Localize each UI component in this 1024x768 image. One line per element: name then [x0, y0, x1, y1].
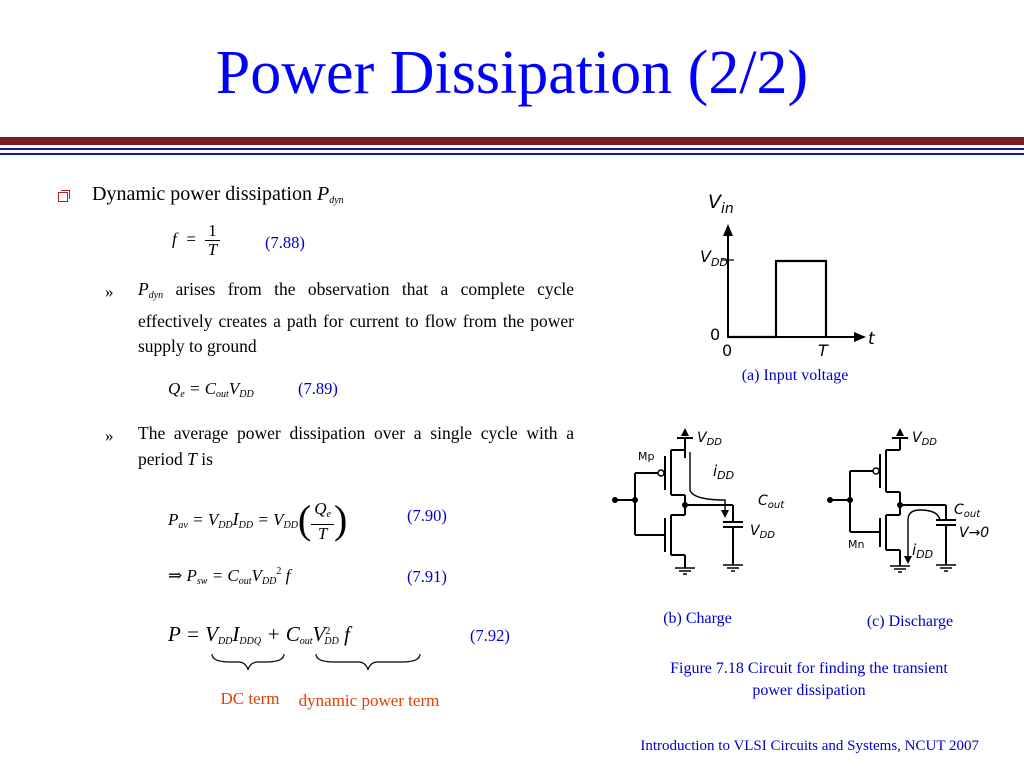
- sub1-symbol: P: [138, 279, 149, 299]
- sub-bullet-1: Pdyn arises from the observation that a …: [138, 277, 574, 360]
- discharge-idd-label: iDD: [912, 541, 933, 561]
- sub2-var: T: [187, 448, 197, 469]
- graph-x-label: t: [868, 329, 876, 349]
- footer-text: Introduction to VLSI Circuits and System…: [640, 738, 979, 754]
- sub2-text-b: is: [196, 448, 213, 469]
- equation-7-89: Qe = CoutVDD: [168, 379, 254, 400]
- discharge-vdd-top: VDD: [912, 430, 937, 448]
- charge-vdd-top: VDD: [697, 430, 722, 448]
- charge-cout-label: Cout: [758, 493, 785, 511]
- title-band-dark: [0, 137, 1024, 145]
- bullet-icon: [58, 190, 70, 202]
- sub1-symbol-sub: dyn: [148, 290, 164, 301]
- equation-7-91: ⇒ Psw = CoutVDD2 f: [168, 566, 291, 587]
- figure-caption: Figure 7.18 Circuit for finding the tran…: [670, 660, 948, 699]
- graph-origin-x: 0: [722, 341, 732, 360]
- main-bullet-symbol-sub: dyn: [329, 195, 344, 206]
- caption-b: (b) Charge: [663, 610, 732, 627]
- eq-number-7-92: (7.92): [470, 626, 510, 645]
- caption-c: (c) Discharge: [866, 613, 954, 630]
- equation-7-92: P = VDDIDDQ + CoutV2DD f: [168, 622, 350, 647]
- main-bullet: Dynamic power dissipation Pdyn: [92, 183, 344, 206]
- caption-a: (a) Input voltage: [741, 367, 849, 384]
- discharge-v0-label: V→0: [959, 525, 989, 541]
- dynamic-term-label: dynamic power term: [298, 691, 440, 710]
- eq-number-7-89: (7.89): [298, 379, 338, 398]
- slide-title: Power Dissipation (2/2): [215, 39, 809, 107]
- eq-number-7-88: (7.88): [265, 233, 305, 252]
- sub1-text: arises from the observation that a compl…: [138, 279, 574, 356]
- title-band-blue-2: [0, 153, 1024, 155]
- eq-number-7-90: (7.90): [407, 506, 447, 525]
- sub-bullet-mark-2: »: [105, 426, 114, 445]
- graph-origin-y: 0: [710, 325, 720, 344]
- main-bullet-text: Dynamic power dissipation: [92, 183, 312, 205]
- dc-term-label: DC term: [220, 689, 280, 708]
- sub2-text-a: The average power dissipation over a sin…: [138, 423, 574, 469]
- charge-idd-label: iDD: [713, 462, 734, 482]
- eq-number-7-91: (7.91): [407, 567, 447, 586]
- charge-circuit: Mp VDD iDD Cout VDD: [612, 428, 785, 575]
- graph-period-label: T: [818, 341, 829, 360]
- title-band-blue: [0, 148, 1024, 150]
- charge-vdd-cap: VDD: [750, 523, 775, 541]
- term-braces: [211, 653, 421, 671]
- sub-bullet-2: The average power dissipation over a sin…: [138, 421, 574, 472]
- main-bullet-symbol: P: [316, 183, 330, 205]
- mn-label: Mn: [848, 538, 864, 551]
- mp-label: Mp: [638, 450, 654, 463]
- sub-bullet-mark: »: [105, 282, 114, 301]
- input-voltage-graph: Vin t VDD 0 0 T: [700, 191, 876, 360]
- graph-y-label: Vin: [708, 191, 734, 217]
- discharge-circuit: VDD Mn iDD Cout V→0: [827, 428, 989, 573]
- discharge-cout-label: Cout: [954, 502, 981, 520]
- graph-vdd-label: VDD: [700, 247, 728, 269]
